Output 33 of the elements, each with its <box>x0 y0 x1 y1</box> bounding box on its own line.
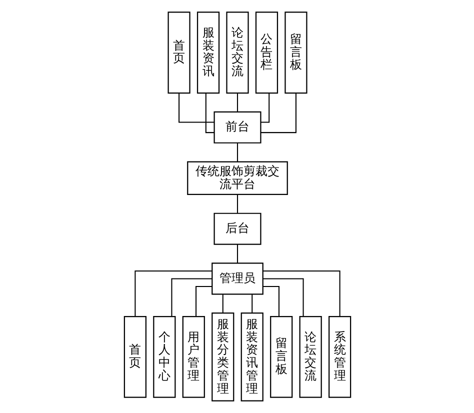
connector <box>204 93 214 134</box>
connector <box>262 278 304 316</box>
node-box: 管理员 <box>211 262 263 295</box>
node-box: 服装资讯 <box>196 12 220 94</box>
node-box: 公告栏 <box>254 12 278 94</box>
node-box: 个人中心 <box>152 316 176 398</box>
connector <box>134 270 212 316</box>
node-box: 用户管理 <box>182 316 204 398</box>
node-box: 论坛交流 <box>298 316 322 398</box>
node-box: 服装资讯管理 <box>240 312 263 402</box>
connector <box>262 286 279 316</box>
node-box: 首页 <box>123 316 146 398</box>
connector <box>178 93 214 123</box>
node-box: 传统服饰剪裁交流平台 <box>186 161 288 196</box>
node-box: 留言板 <box>270 316 292 398</box>
connector <box>236 142 238 162</box>
node-box: 首页 <box>167 12 190 94</box>
node-box: 系统管理 <box>328 316 351 398</box>
node-box: 服装分类管理 <box>211 312 234 402</box>
connector <box>260 93 270 123</box>
connector <box>236 194 238 214</box>
connector <box>222 294 223 313</box>
connector <box>236 244 238 264</box>
connector <box>170 278 212 316</box>
connector <box>195 286 212 316</box>
connector <box>251 294 252 313</box>
node-box: 留言板 <box>284 12 307 94</box>
connector <box>236 93 238 112</box>
node-box: 后台 <box>213 212 261 245</box>
connector <box>262 270 340 316</box>
node-box: 前台 <box>213 111 261 144</box>
node-box: 论坛交流 <box>226 12 248 94</box>
connector <box>260 93 296 134</box>
